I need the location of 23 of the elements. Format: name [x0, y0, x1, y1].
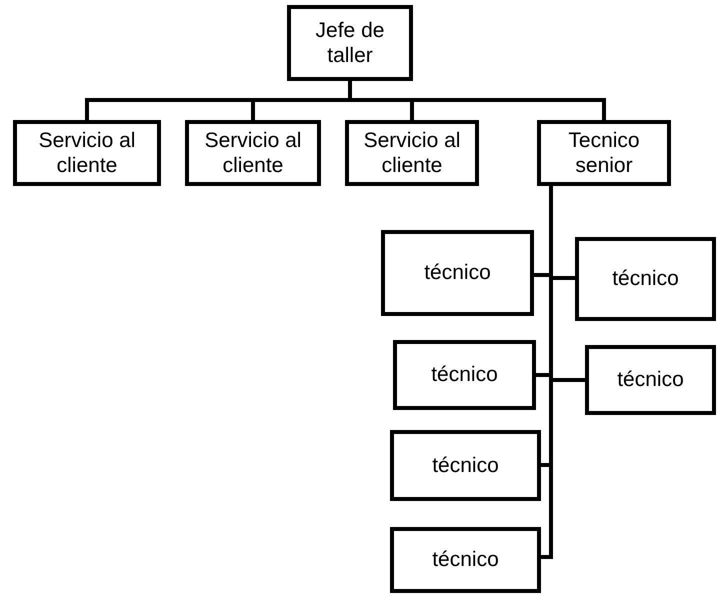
role-label: Servicio al cliente [204, 128, 302, 178]
role-label: Servicio al cliente [362, 128, 462, 178]
role-label: técnico [432, 452, 499, 478]
org-box [13, 120, 161, 186]
role-label: Tecnico senior [567, 128, 641, 178]
org-box [390, 527, 541, 593]
role-label: técnico [617, 367, 684, 393]
org-box [575, 237, 716, 321]
role-label: técnico [432, 547, 499, 573]
org-box [185, 120, 321, 186]
org-box [393, 340, 536, 410]
org-box [345, 120, 479, 186]
org-box [537, 120, 671, 186]
role-label: Servicio al cliente [38, 128, 136, 178]
org-box [585, 345, 716, 415]
role-label: técnico [424, 260, 491, 286]
org-box [381, 230, 534, 316]
org-box [287, 5, 413, 81]
connector-line [348, 81, 606, 120]
role-label: técnico [612, 266, 679, 292]
role-label: técnico [431, 362, 498, 388]
org-box [390, 430, 541, 501]
role-label: Jefe de taller [314, 18, 386, 68]
